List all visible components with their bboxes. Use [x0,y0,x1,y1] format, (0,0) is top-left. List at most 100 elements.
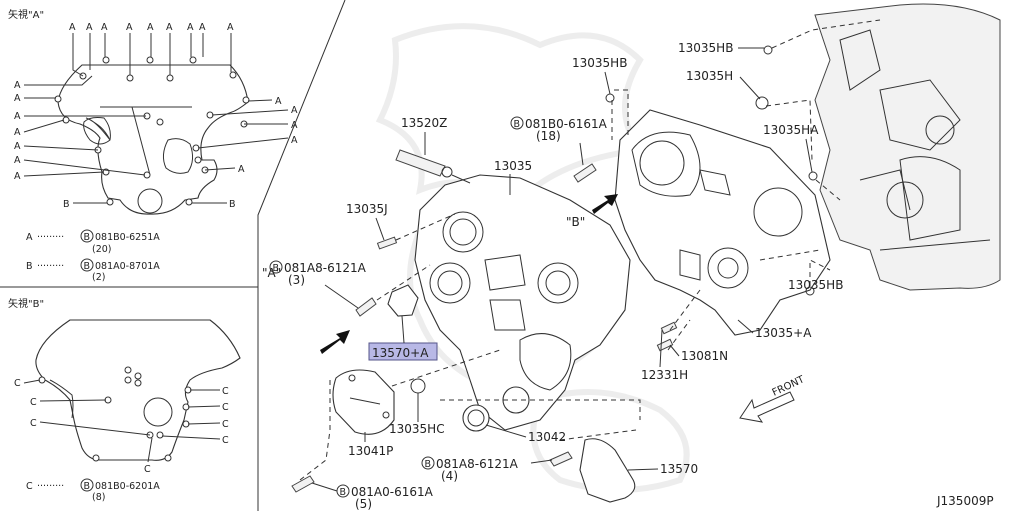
label-13042: 13042 [528,430,566,444]
callout-label: A [14,111,21,122]
callout-label: A [147,22,154,33]
front-timing-cover [414,174,631,431]
callout-label: B [273,263,280,274]
view-b-bolt-dots [38,366,192,462]
label-13035hc: 13035HC [389,422,445,436]
callout-label: B [84,232,91,243]
callout-label: A [101,22,108,33]
callout-label: ········· [37,232,64,243]
highlight-13570a [368,342,438,361]
callout-label: C [30,418,37,429]
label-13570: 13570 [660,462,698,476]
callout-label: 081A0-8701A [95,261,160,272]
callout-label: (3) [288,273,305,287]
label-13035a: 13035+A [755,326,812,340]
callout-label: A [166,22,173,33]
label-13035j: 13035J [346,202,388,216]
callout-label: A [14,171,21,182]
view-b-title: 矢視"B" [8,297,44,310]
gasket-13570a [387,284,419,317]
bolt-081a0-6161a: 081A0-6161A [351,485,434,499]
callout-label: A [14,127,21,138]
bolt-labels: B 081B0-6161A (18) B 081A8-6121A (3) B 0… [269,116,608,511]
label-13035hb-center: 13035HB [788,278,843,292]
callout-label: ········· [37,481,64,492]
callout-label: A [291,135,298,146]
callout-label: B [84,481,91,492]
callout-label: 081B0-6201A [95,481,160,492]
callout-label: C [222,435,229,446]
view-b-legend: C ········· B 081B0-6201A (8) [26,478,160,503]
label-12331h: 12331H [641,368,688,382]
callout-label: A [14,80,21,91]
label-13035hb-right: 13035HB [678,41,733,55]
callout-label: C [222,402,229,413]
callout-label: A [126,22,133,33]
rear-timing-cover [614,109,831,336]
part-labels: 13035HB 13035HB 13035H 13035HA 13520Z 13… [262,41,843,476]
cover-13041p [332,369,395,435]
label-13081n: 13081N [681,349,728,363]
gasket-13570 [579,438,636,503]
callout-label: A [86,22,93,33]
label-13041p: 13041P [348,444,393,458]
callout-label: A [14,141,21,152]
label-13520z: 13520Z [401,116,447,130]
label-view-b-marker: "B" [566,215,585,229]
callout-label: (18) [536,129,561,143]
o-ring-13035hc [410,378,426,394]
view-a-left-callouts: A A A A A A A [14,75,146,182]
callout-label: A [291,105,298,116]
callout-label: B [26,261,33,272]
callout-label: A [238,164,245,175]
view-a-title: 矢視"A" [8,8,44,21]
callout-label: A [187,22,194,33]
view-a-panel: 矢視"A" A A A A A A A [8,8,298,283]
callout-label: A [14,93,21,104]
callout-label: C [222,386,229,397]
callout-label: B [84,261,91,272]
callout-label: C [26,481,33,492]
front-label: FRONT [771,374,807,399]
callout-label: A [291,120,298,131]
view-a-b-left: B [63,199,70,210]
callout-label: A [199,22,206,33]
engine-block [814,3,1001,291]
bolt-081a8-6121a-bottom: 081A8-6121A [436,457,519,471]
label-13035h: 13035H [686,69,733,83]
bolt-081a8-6121a-left: 081A8-6121A [284,261,367,275]
callout-label: (5) [355,497,372,511]
view-a-b-right: B [229,199,236,210]
callout-label: (4) [441,469,458,483]
label-13570a: 13570+A [372,346,429,360]
callout-label: ········· [37,261,64,272]
callout-label: C [30,397,37,408]
callout-label: B [514,119,521,130]
sensor-13520z [395,149,471,184]
front-cover-outline-view-a [57,64,249,215]
callout-label: A [14,155,21,166]
callout-label: (2) [92,272,105,283]
label-13035ha: 13035HA [763,123,819,137]
front-direction-arrow: FRONT [739,374,807,423]
callout-label: A [69,22,76,33]
view-arrows [320,194,618,354]
callout-label: B [425,459,432,470]
callout-label: A [26,232,33,243]
view-b-callouts: C C C C C C C C [14,378,229,475]
callout-label: (20) [92,244,112,255]
view-a-right-callouts: A A A A A [197,96,298,175]
guide-lines [299,19,881,481]
panel-borders [0,0,346,511]
label-view-a-marker: "A" [262,266,281,280]
callout-label: A [227,22,234,33]
diagram-code: J135009P [936,494,994,508]
callout-label: C [144,464,151,475]
callout-label: (8) [92,492,105,503]
view-b-panel: 矢視"B" C C C C C C C C [8,297,241,503]
view-a-legend: A ········· B 081B0-6251A (20) B ·······… [26,229,160,283]
callout-label: C [14,378,21,389]
label-13035: 13035 [494,159,532,173]
callout-label: C [222,419,229,430]
